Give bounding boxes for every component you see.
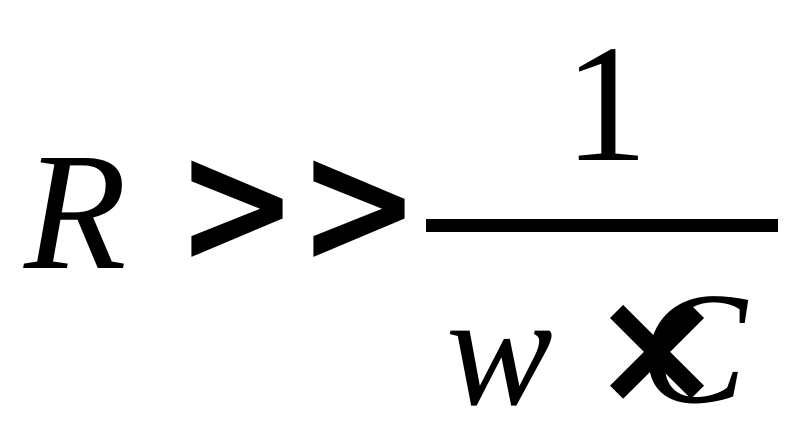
- fraction-bar: [426, 219, 778, 232]
- variable-w: w: [446, 261, 553, 432]
- numerator-one: 1: [564, 11, 648, 197]
- times-sign: ×: [590, 253, 724, 432]
- much-greater-than: >>: [176, 105, 420, 303]
- variable-c: C: [640, 259, 749, 432]
- variable-r: R: [23, 119, 127, 305]
